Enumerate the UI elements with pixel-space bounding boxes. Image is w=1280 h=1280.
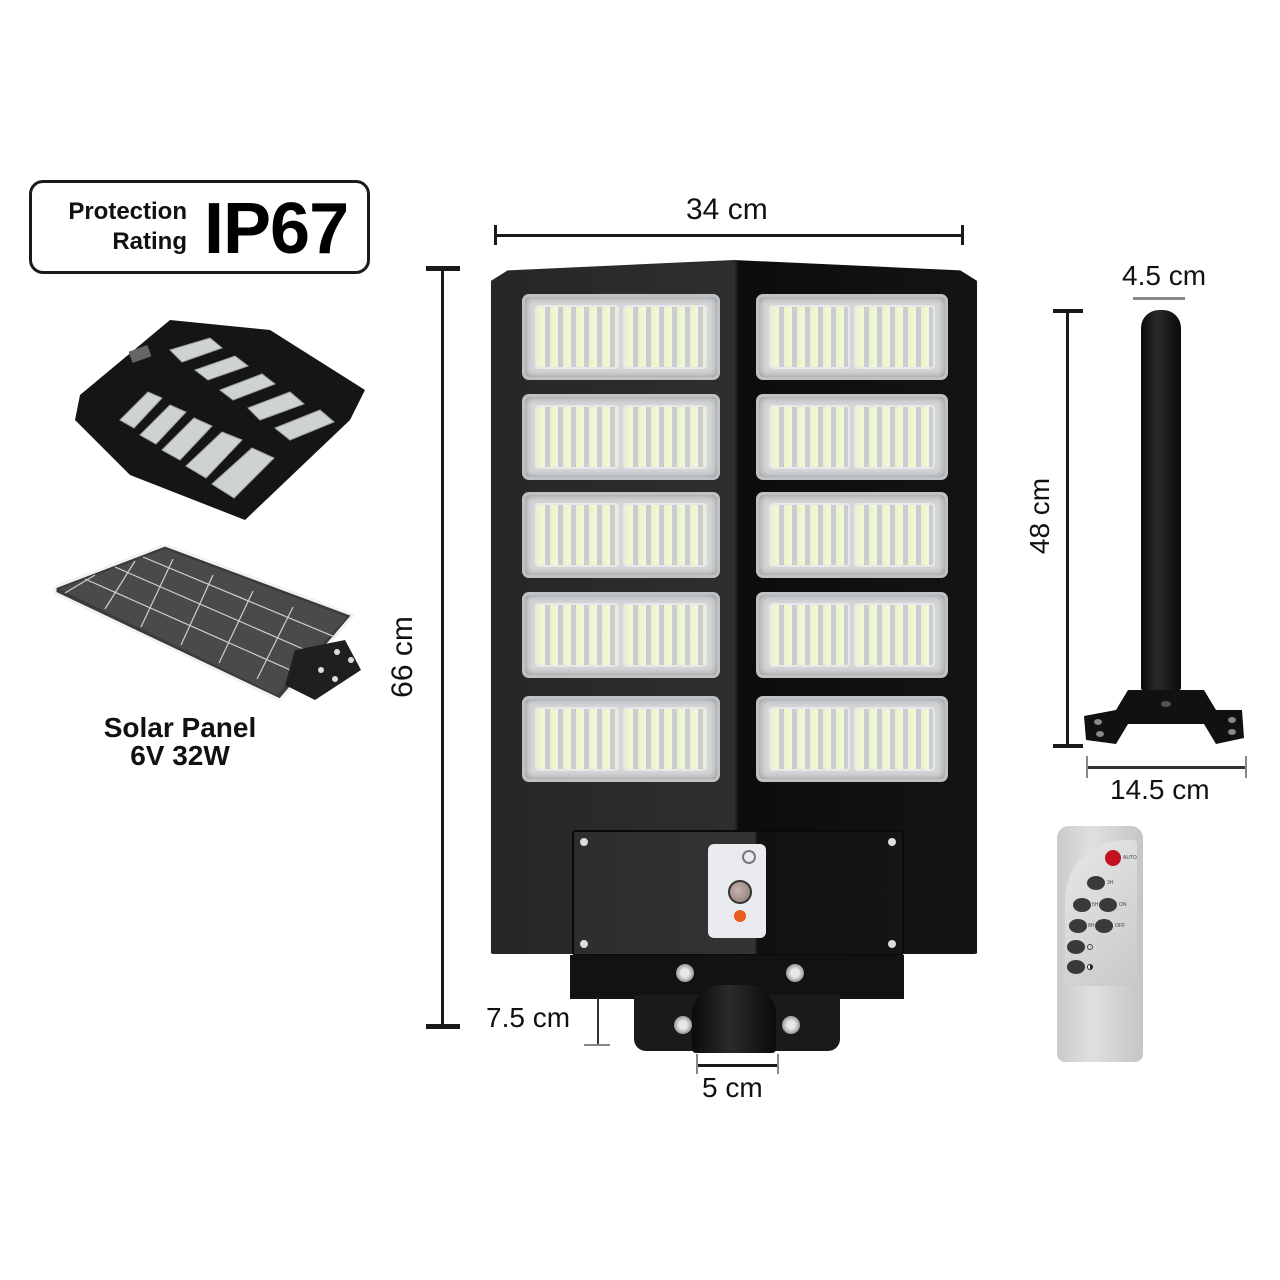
- led-module: [756, 696, 948, 782]
- mount-diameter-cap-right: [777, 1054, 779, 1074]
- width-dimension-line: [494, 234, 964, 237]
- pole-base-width-line: [1087, 766, 1247, 769]
- pir-sensor-lens-icon: [728, 880, 752, 904]
- remote-3h-button[interactable]: [1087, 876, 1105, 890]
- led-module: [756, 394, 948, 480]
- height-dimension-label: 66 cm: [385, 616, 419, 698]
- remote-3h-label: 3H: [1107, 880, 1114, 886]
- led-module: [522, 696, 720, 782]
- angled-lamp-image: [70, 310, 370, 530]
- pole-diameter-line: [1133, 297, 1185, 300]
- remote-off-button[interactable]: [1095, 919, 1113, 933]
- solar-panel-caption: Solar Panel 6V 32W: [80, 714, 280, 770]
- mount-diameter-line: [696, 1064, 778, 1067]
- light-half-icon: [1087, 964, 1093, 970]
- pole-height-label: 48 cm: [1024, 477, 1056, 555]
- pole-height-line: [1066, 310, 1069, 746]
- pole-base-bracket-icon: [1084, 690, 1244, 744]
- mount-collar: [692, 985, 776, 1053]
- protection-rating-badge: Protection Rating IP67: [29, 180, 370, 274]
- remote-8h-label: 8H: [1088, 923, 1095, 929]
- pole-height-cap-bottom: [1053, 744, 1083, 748]
- led-module: [522, 394, 720, 480]
- angled-lamp-icon: [75, 320, 365, 520]
- pole-base-cap-right: [1245, 756, 1247, 778]
- remote-8h-button[interactable]: [1069, 919, 1087, 933]
- remote-control: AUTO 3H 5H ON 8H OFF: [1057, 826, 1143, 1062]
- led-module: [756, 492, 948, 578]
- mount-depth-cap: [584, 1044, 610, 1046]
- mount-depth-line: [597, 998, 599, 1044]
- remote-on-button[interactable]: [1099, 898, 1117, 912]
- bolt-icon: [674, 1016, 692, 1034]
- pole-base-width-label: 14.5 cm: [1110, 774, 1210, 805]
- bolt-icon: [782, 1016, 800, 1034]
- brand-logo-icon: [742, 850, 756, 864]
- solar-panel-spec: 6V 32W: [130, 740, 230, 771]
- remote-5h-button[interactable]: [1073, 898, 1091, 912]
- badge-caption-line1: Protection: [68, 198, 187, 225]
- solar-panel-image: [45, 543, 365, 705]
- led-module: [522, 592, 720, 678]
- ip-rating-value: IP67: [204, 189, 349, 269]
- pole-height-cap-top: [1053, 309, 1083, 313]
- solar-panel-title: Solar Panel: [103, 712, 257, 743]
- remote-auto-button[interactable]: [1105, 850, 1121, 866]
- screw-icon: [888, 838, 896, 846]
- width-dimension-cap-right: [961, 225, 964, 245]
- light-full-icon: [1087, 944, 1093, 950]
- remote-5h-label: 5H: [1092, 902, 1099, 908]
- screw-icon: [580, 838, 588, 846]
- motion-sensor-panel: [708, 844, 766, 938]
- bolt-icon: [786, 964, 804, 982]
- pole-tube: [1141, 310, 1181, 690]
- remote-auto-label: AUTO: [1123, 855, 1137, 861]
- mount-depth-label: 7.5 cm: [486, 1002, 571, 1033]
- remote-on-label: ON: [1119, 902, 1127, 908]
- remote-brightness-up-button[interactable]: [1067, 940, 1085, 954]
- led-module: [756, 294, 948, 380]
- pole-base-cap-left: [1086, 756, 1088, 778]
- led-module: [756, 592, 948, 678]
- indicator-led-icon: [734, 910, 746, 922]
- mount-diameter-label: 5 cm: [702, 1072, 763, 1103]
- width-dimension-label: 34 cm: [686, 193, 768, 226]
- badge-caption-line2: Rating: [112, 228, 187, 255]
- remote-brightness-down-button[interactable]: [1067, 960, 1085, 974]
- led-module: [522, 492, 720, 578]
- remote-off-label: OFF: [1115, 923, 1125, 929]
- width-dimension-cap-left: [494, 225, 497, 245]
- height-dimension-cap-bottom: [426, 1024, 460, 1029]
- bolt-icon: [676, 964, 694, 982]
- pole-diameter-label: 4.5 cm: [1122, 260, 1207, 291]
- height-dimension-cap-top: [426, 266, 460, 271]
- solar-panel-icon: [53, 543, 361, 702]
- badge-caption: Protection Rating: [68, 197, 187, 257]
- height-dimension-line: [441, 268, 444, 1028]
- mount-diameter-cap-left: [696, 1054, 698, 1074]
- screw-icon: [580, 940, 588, 948]
- led-module: [522, 294, 720, 380]
- screw-icon: [888, 940, 896, 948]
